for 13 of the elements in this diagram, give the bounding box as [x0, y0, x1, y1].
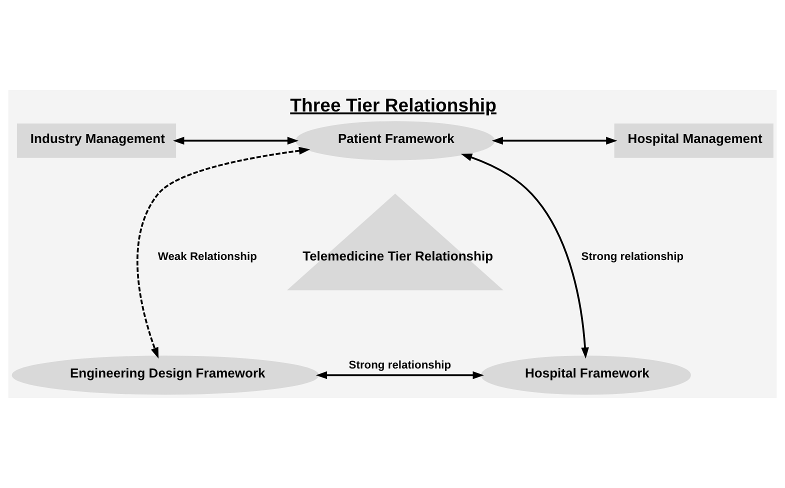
edge-label: Strong relationship [581, 250, 684, 263]
arrow [136, 146, 310, 359]
node-box: Hospital Management [614, 124, 774, 158]
arrow [460, 154, 589, 359]
arrow [173, 136, 299, 145]
node-ellipse: Engineering Design Framework [12, 356, 319, 395]
edge-label: Weak Relationship [158, 250, 257, 263]
edge-label: Strong relationship [348, 359, 452, 372]
node-ellipse: Hospital Framework [480, 356, 691, 395]
node-box: Industry Management [16, 124, 176, 158]
diagram-title: Three Tier Relationship [290, 94, 496, 116]
arrow [492, 136, 618, 145]
arrow [316, 371, 484, 380]
